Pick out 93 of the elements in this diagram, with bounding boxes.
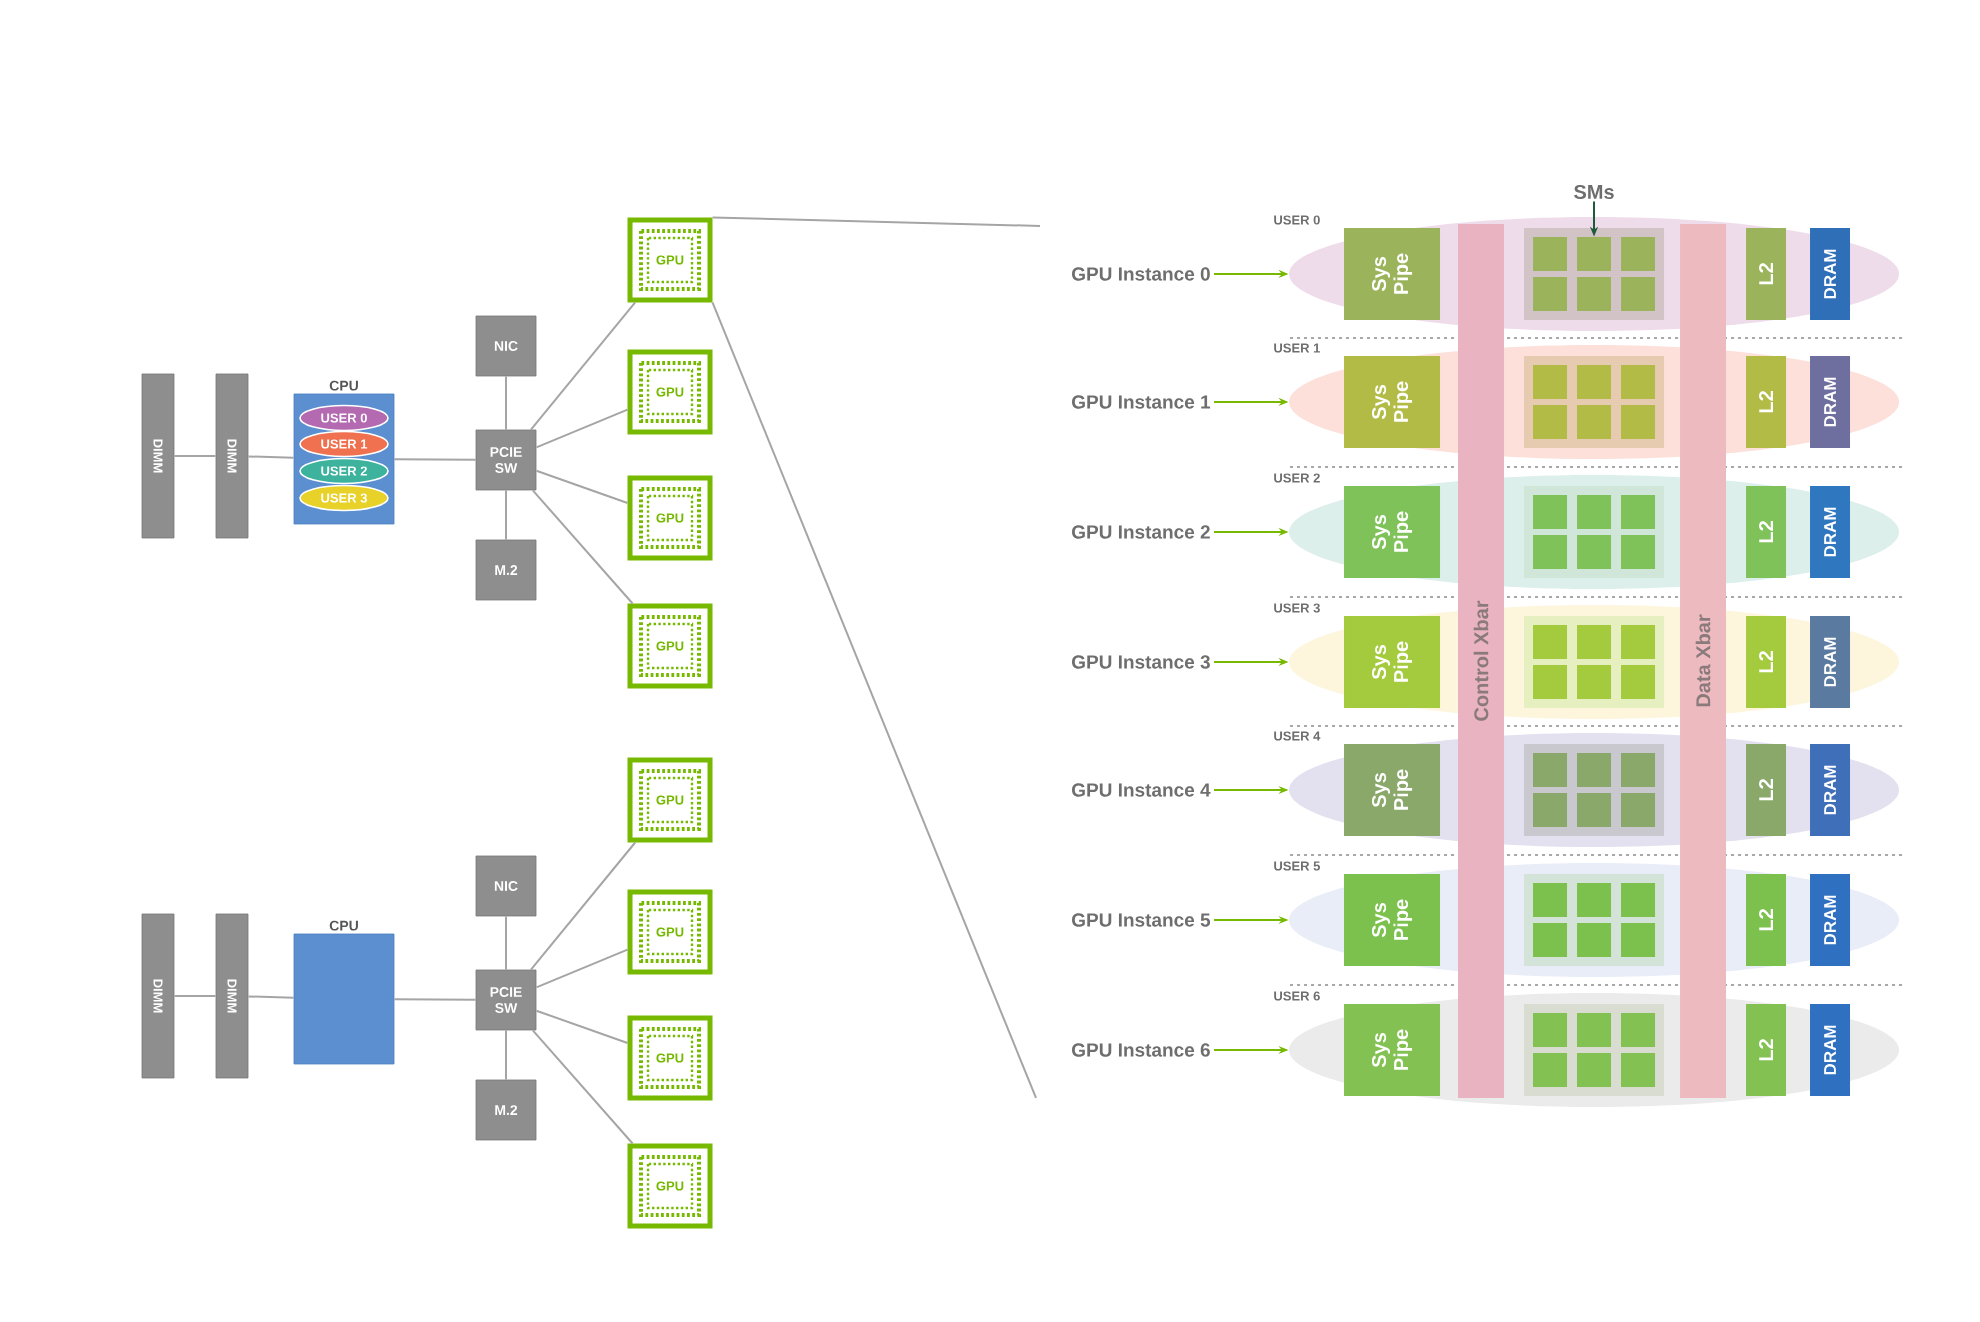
sm-block: [1533, 625, 1567, 659]
sm-block: [1533, 495, 1567, 529]
sm-block: [1577, 1053, 1611, 1087]
crossbar-band: Data Xbar: [1680, 224, 1726, 1098]
cache-block: L2: [1746, 874, 1787, 966]
connector-line: [173, 455, 217, 457]
sm-block: [1533, 923, 1567, 957]
memory-block: DRAM: [1810, 874, 1850, 966]
sm-block: [1533, 405, 1567, 439]
sm-block: [1533, 883, 1567, 917]
sm-block: [1621, 883, 1655, 917]
cache-block: L2: [1746, 744, 1787, 836]
sm-block: [1577, 405, 1611, 439]
connector-line: [247, 995, 295, 999]
sm-block: [1577, 665, 1611, 699]
cache-block: L2: [1746, 616, 1787, 708]
instance-label: GPU Instance 4: [1072, 783, 1211, 797]
pipe-block: Sys Pipe: [1344, 616, 1440, 708]
memory-block: DRAM: [1810, 486, 1850, 578]
sm-block: [1533, 535, 1567, 569]
connector-line: [711, 216, 1041, 227]
connector-line: [505, 1029, 507, 1081]
sm-block: [1533, 237, 1567, 271]
pipe-block: Sys Pipe: [1344, 874, 1440, 966]
sm-block: [1577, 1013, 1611, 1047]
sm-block: [1621, 753, 1655, 787]
instance-label: GPU Instance 5: [1072, 913, 1211, 927]
instance-label: GPU Instance 0: [1072, 267, 1210, 281]
sm-block: [1621, 495, 1655, 529]
cache-block: L2: [1746, 228, 1787, 320]
sm-block: [1621, 665, 1655, 699]
sm-block: [1621, 405, 1655, 439]
sm-block: [1577, 883, 1611, 917]
sm-block: [1533, 1013, 1567, 1047]
memory-block: DRAM: [1810, 356, 1850, 448]
sm-block: [1533, 665, 1567, 699]
connector-line: [535, 1009, 629, 1044]
connector-line: [529, 301, 637, 431]
sm-block: [1577, 365, 1611, 399]
connector-line: [531, 1029, 634, 1145]
memory-block: DRAM: [1810, 744, 1850, 836]
sm-block: [1621, 923, 1655, 957]
sm-block: [1577, 535, 1611, 569]
memory-block: DRAM: [1810, 1004, 1850, 1096]
instance-label: GPU Instance 1: [1072, 395, 1211, 409]
connector-line: [505, 915, 507, 971]
sm-block: [1577, 923, 1611, 957]
cache-block: L2: [1746, 356, 1787, 448]
cache-block: L2: [1746, 486, 1787, 578]
sm-block: [1533, 277, 1567, 311]
cache-block: L2: [1746, 1004, 1787, 1096]
connector-line: [505, 375, 507, 431]
pipe-block: Sys Pipe: [1344, 1004, 1440, 1096]
sm-block: [1621, 1013, 1655, 1047]
sm-label: SMs: [1574, 184, 1614, 200]
connector-line: [711, 301, 1037, 1099]
memory-block: DRAM: [1810, 616, 1850, 708]
sm-block: [1577, 277, 1611, 311]
sm-block: [1577, 625, 1611, 659]
pipe-block: Sys Pipe: [1344, 228, 1440, 320]
connector-line: [531, 489, 634, 605]
connector-line: [393, 998, 477, 1001]
connector-line: [535, 948, 629, 989]
sm-block: [1577, 793, 1611, 827]
sm-block: [1533, 365, 1567, 399]
connector-line: [505, 489, 507, 541]
sm-block: [1577, 495, 1611, 529]
sm-block: [1621, 237, 1655, 271]
sm-block: [1533, 753, 1567, 787]
pipe-block: Sys Pipe: [1344, 744, 1440, 836]
sm-block: [1577, 237, 1611, 271]
connector-line: [173, 995, 217, 997]
sm-block: [1621, 625, 1655, 659]
sm-block: [1533, 793, 1567, 827]
connector-line: [247, 455, 295, 459]
instance-label: GPU Instance 2: [1072, 525, 1210, 539]
pipe-block: Sys Pipe: [1344, 356, 1440, 448]
sm-block: [1621, 365, 1655, 399]
crossbar-band: Control Xbar: [1458, 224, 1504, 1098]
memory-block: DRAM: [1810, 228, 1850, 320]
connector-line: [535, 408, 629, 449]
connector-line: [393, 458, 477, 461]
sm-block: [1621, 1053, 1655, 1087]
pipe-block: Sys Pipe: [1344, 486, 1440, 578]
sm-block: [1621, 793, 1655, 827]
sm-block: [1621, 535, 1655, 569]
instance-label: GPU Instance 3: [1072, 655, 1210, 669]
instance-label: GPU Instance 6: [1072, 1043, 1210, 1057]
connector-line: [535, 469, 629, 504]
sm-block: [1621, 277, 1655, 311]
connector-line: [529, 841, 637, 971]
sm-block: [1533, 1053, 1567, 1087]
sm-block: [1577, 753, 1611, 787]
